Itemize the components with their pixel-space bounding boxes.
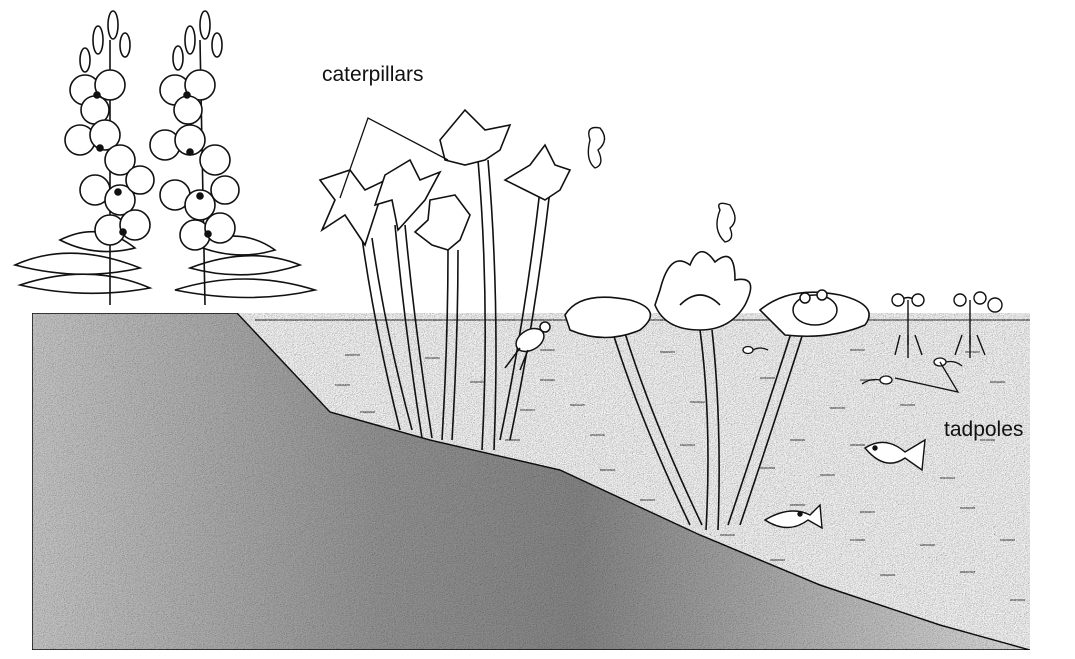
soil-bank [32, 313, 1030, 650]
arrowhead-plants [320, 110, 570, 450]
fish [765, 440, 925, 528]
flowering-plant [15, 11, 315, 305]
tadpole-leader-line [895, 362, 958, 392]
tadpoles-label: tadpoles [944, 418, 1023, 442]
butterfly [588, 128, 735, 243]
floating-plants [892, 292, 1002, 358]
frog-jumping [505, 322, 550, 370]
leader-lines [340, 118, 958, 392]
caterpillars-label: caterpillars [322, 63, 424, 87]
